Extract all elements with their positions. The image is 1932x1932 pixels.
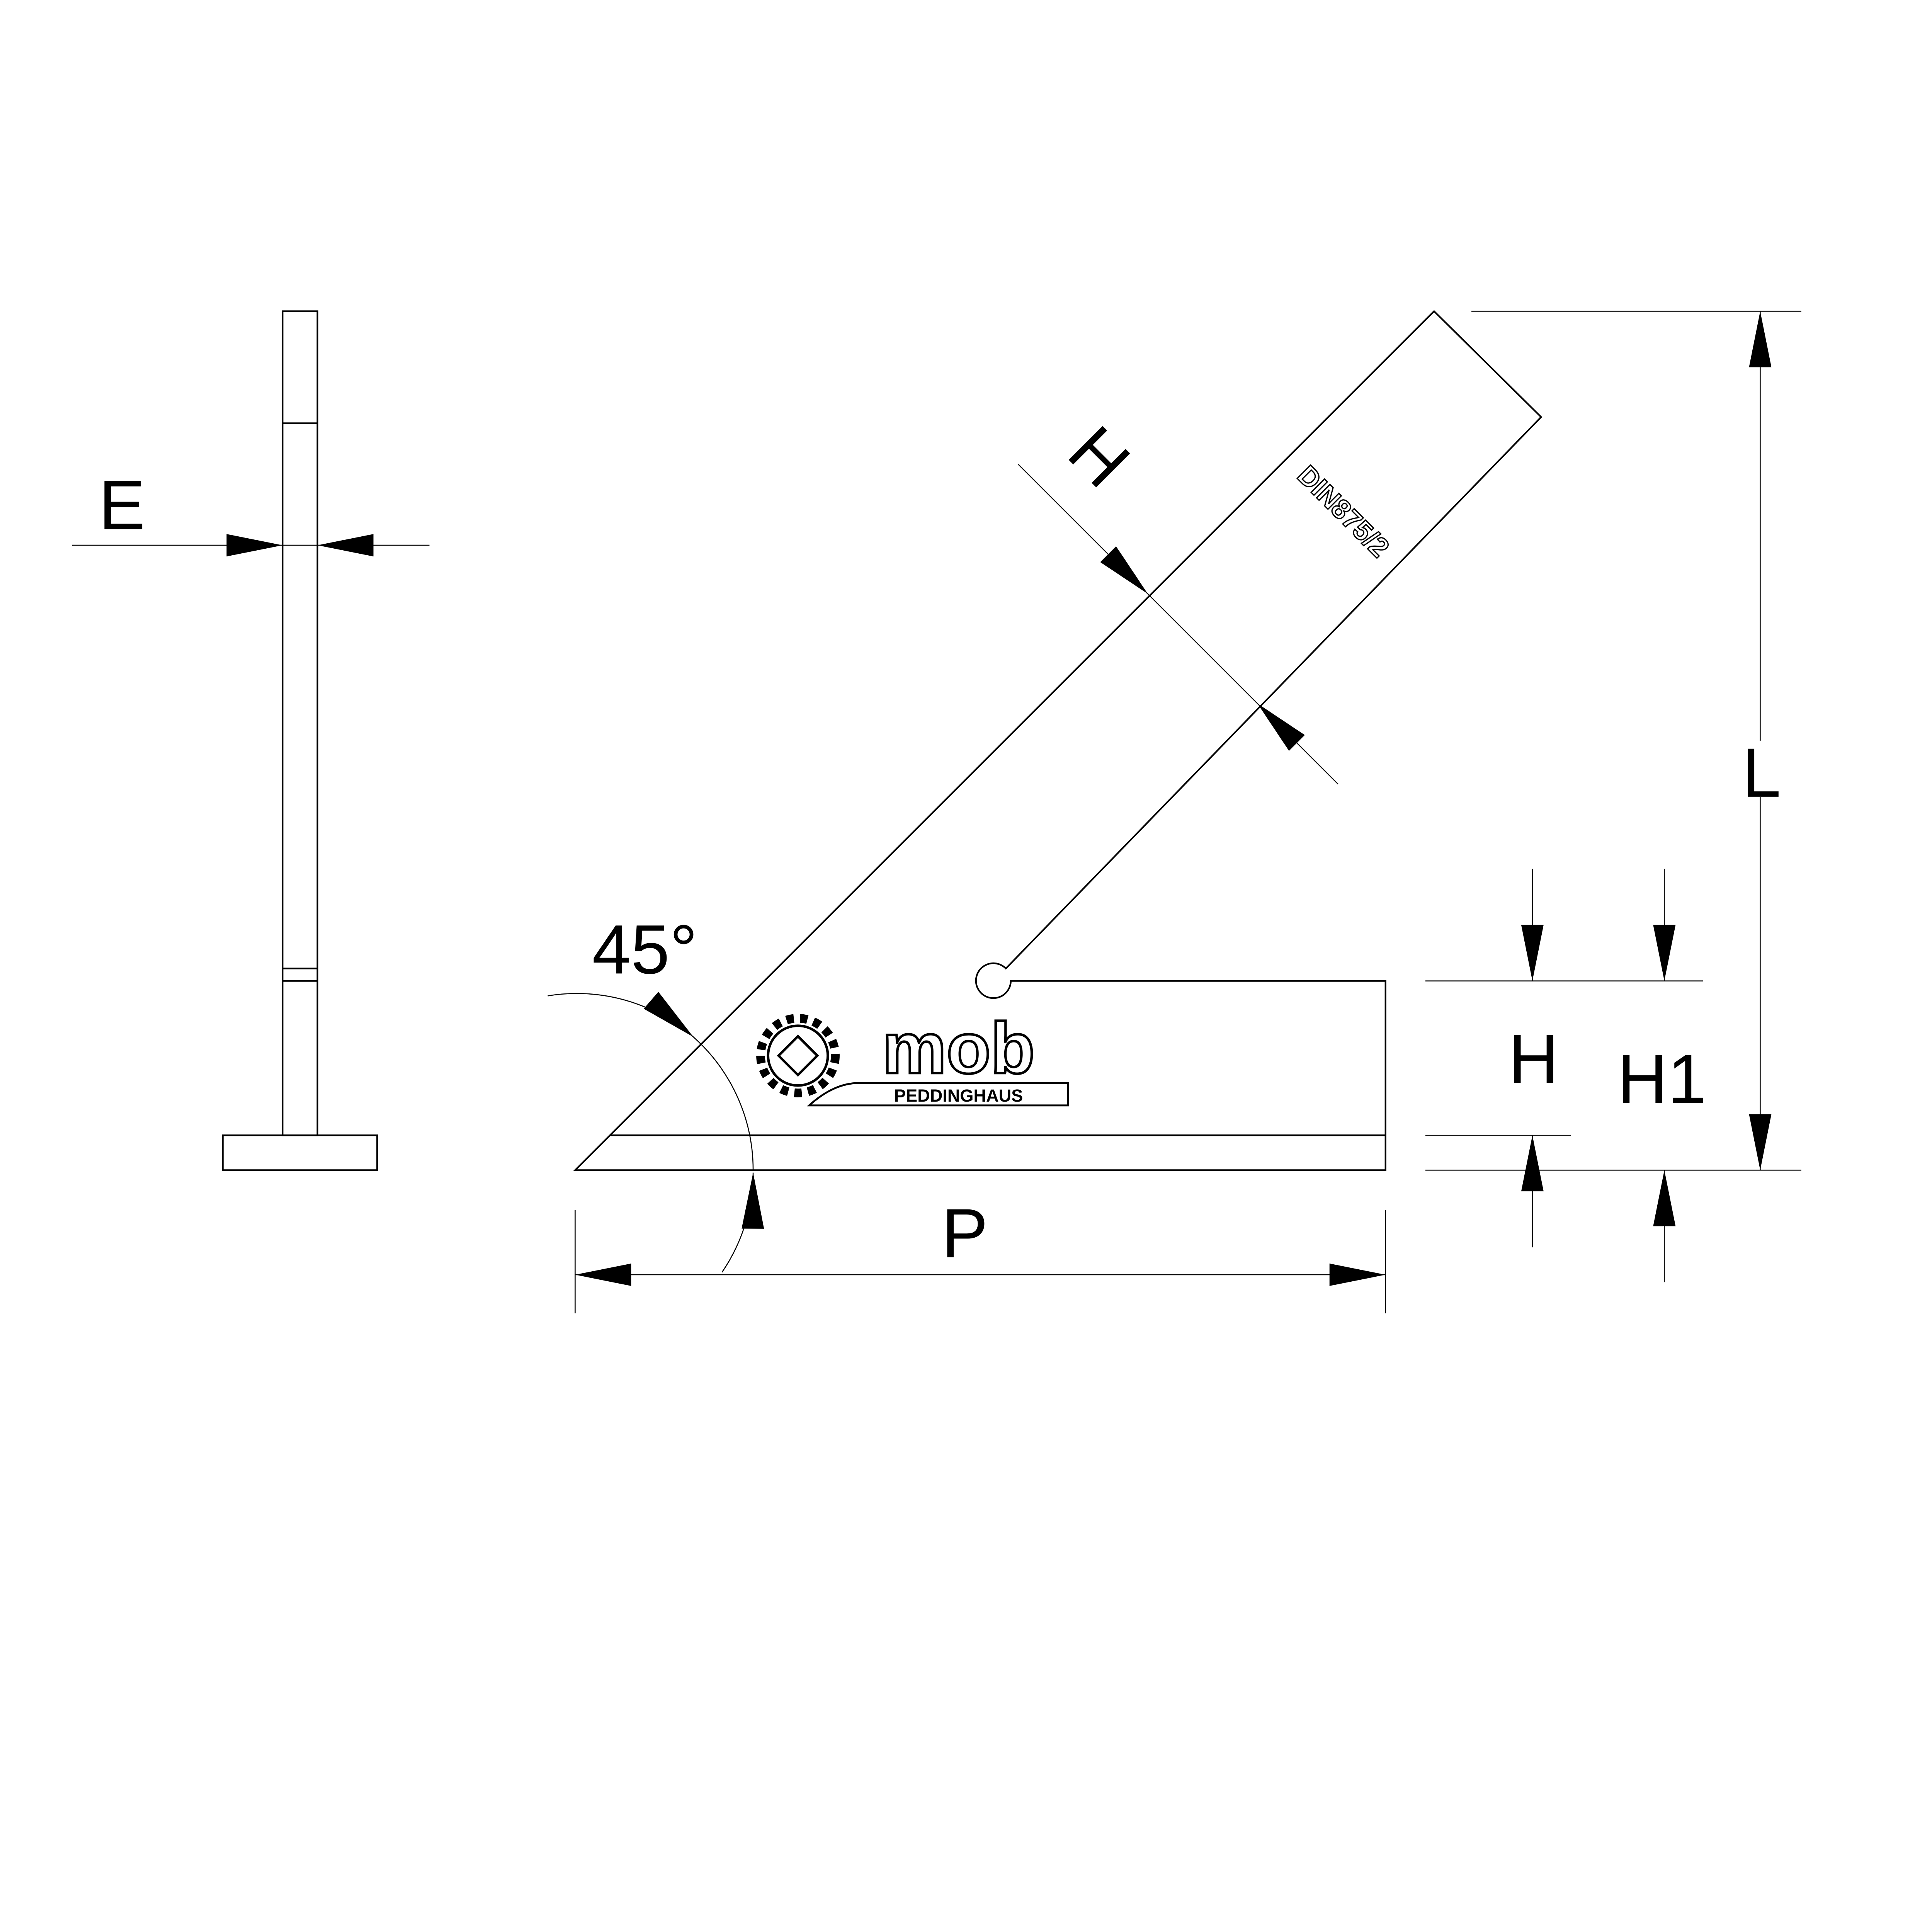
label-h1: H1 <box>1617 1040 1707 1118</box>
extension-lines <box>1425 311 1801 1171</box>
label-h-base: H <box>1509 1020 1559 1098</box>
logo: mob PEDDINGHAUS <box>756 1007 1069 1107</box>
label-l: L <box>1742 734 1781 812</box>
dimension-l: L <box>1742 311 1781 1170</box>
dimension-h1: H1 <box>1617 869 1707 1282</box>
dimension-angle: 45° <box>548 911 764 1273</box>
label-e: E <box>99 466 145 544</box>
gear-icon <box>756 1014 840 1097</box>
logo-brand: mob <box>882 1008 1034 1088</box>
dimension-h-blade: H <box>1018 412 1339 785</box>
dimension-h-base: H <box>1509 869 1559 1248</box>
dimension-p: P <box>575 1195 1386 1313</box>
dimension-e: E <box>72 466 430 557</box>
front-view: H DIN875/2 45° P L <box>548 310 1801 1313</box>
label-p: P <box>942 1195 988 1272</box>
logo-subtitle: PEDDINGHAUS <box>894 1086 1023 1105</box>
side-view: E <box>72 310 430 1171</box>
din-marking: DIN875/2 <box>1292 460 1395 563</box>
label-angle: 45° <box>592 911 697 988</box>
technical-drawing: E H DIN875/2 45° P <box>72 310 1801 1313</box>
label-h-blade: H <box>1054 412 1145 502</box>
